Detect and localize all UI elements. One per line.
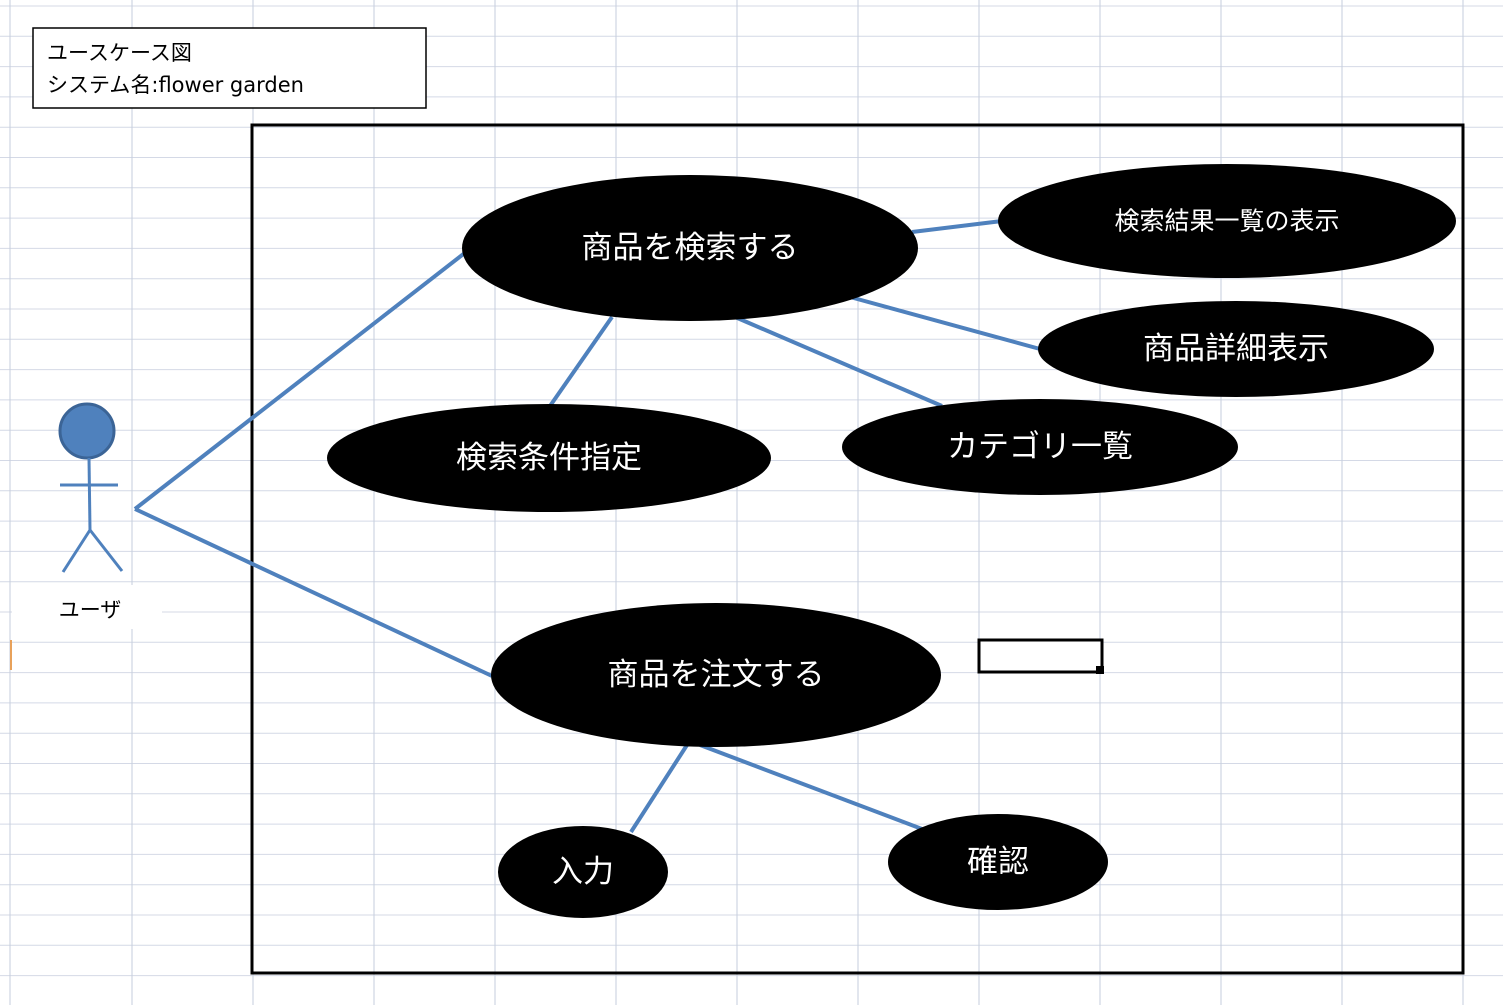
usecase-input-ellipse [498,826,668,918]
actor-body-icon [60,457,124,573]
actor-label-cell [12,585,162,629]
selected-cell-border[interactable] [977,638,1104,674]
usecase-search-result-list-ellipse [998,164,1456,278]
usecase-category-list-label: カテゴリ一覧 [947,429,1133,465]
actor-head-icon [58,402,116,460]
actor-user: ユーザ [58,402,124,622]
usecase-confirm-ellipse [888,814,1108,910]
actor-left-leg [61,529,92,573]
row-marker [10,640,12,670]
usecase-input-label: 入力 [552,854,614,890]
usecase-search-condition: 検索条件指定 [327,404,771,512]
usecase-product-detail-label: 商品詳細表示 [1143,331,1329,367]
connectors [133,219,1041,834]
title-box-frame [32,27,427,109]
system-name: システム名:flower garden [47,73,304,97]
usecase-search: 商品を検索する [462,175,918,321]
usecase-category-list-ellipse [842,399,1238,495]
connector-order-input [629,743,689,834]
usecase-search-label: 商品を検索する [582,230,799,266]
connector-search-condition [548,315,614,408]
selected-cell[interactable] [977,638,1104,674]
title-box: ユースケース図 システム名:flower garden [32,27,427,109]
fill-handle[interactable] [1096,666,1104,674]
usecase-product-detail: 商品詳細表示 [1038,301,1434,397]
connector-search-category [734,315,943,408]
usecase-input: 入力 [498,826,668,918]
actor-torso [87,457,92,531]
actor-right-leg [88,529,124,572]
usecase-order: 商品を注文する [491,603,941,747]
actor-label: ユーザ [59,598,122,622]
connector-order-confirm [699,743,923,831]
connector-actor-order [134,507,493,678]
usecase-search-condition-label: 検索条件指定 [456,440,642,476]
diagram-title: ユースケース図 [47,41,192,65]
system-boundary [250,123,1465,975]
connector-search-result-list [911,219,1003,234]
usecase-order-ellipse [491,603,941,747]
usecase-search-result-list-label: 検索結果一覧の表示 [1114,207,1339,236]
usecase-product-detail-ellipse [1038,301,1434,397]
connector-actor-search [133,250,468,511]
usecase-confirm-label: 確認 [967,844,1029,880]
usecase-search-ellipse [462,175,918,321]
usecase-search-result-list: 検索結果一覧の表示 [998,164,1456,278]
usecase-search-condition-ellipse [327,404,771,512]
usecase-order-label: 商品を注文する [608,657,825,693]
usecase-confirm: 確認 [888,814,1108,910]
usecase-category-list: カテゴリ一覧 [842,399,1238,495]
connector-search-product-detail [849,295,1041,351]
